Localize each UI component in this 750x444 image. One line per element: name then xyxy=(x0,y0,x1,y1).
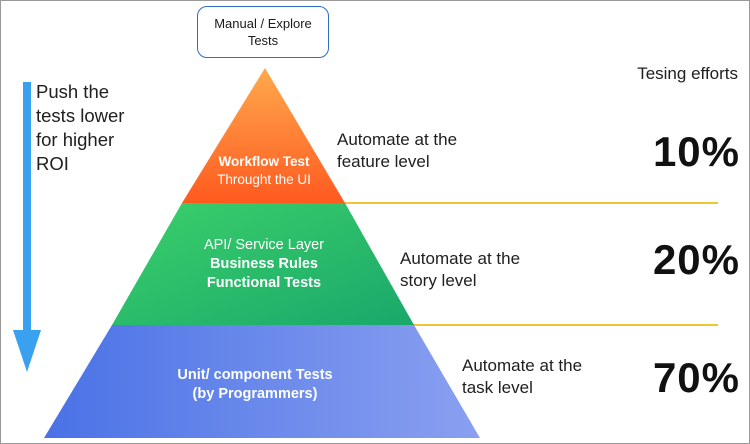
automate-feature-line1: Automate at the xyxy=(337,130,458,149)
workflow-layer-line2: Throught the UI xyxy=(217,172,311,187)
roi-note-line3: for higher xyxy=(36,129,115,150)
manual-explore-line2: Tests xyxy=(247,33,279,48)
efforts-title: Tesing efforts xyxy=(637,64,738,83)
api-layer-line1: API/ Service Layer xyxy=(203,237,325,253)
pyramid-layer-workflow xyxy=(182,68,345,203)
automate-story-label: Automate at the story level xyxy=(400,248,520,292)
api-layer-line3: Functional Tests xyxy=(206,275,322,291)
automate-feature-line2: feature level xyxy=(337,152,430,171)
manual-explore-box: Manual / Explore Tests xyxy=(197,6,329,58)
unit-layer-label: Unit/ component Tests (by Programmers) xyxy=(140,366,370,404)
automate-task-line1: Automate at the xyxy=(462,356,583,375)
automate-task-line2: task level xyxy=(462,378,533,397)
pyramid-layer-api xyxy=(112,203,414,325)
manual-explore-line1: Manual / Explore xyxy=(214,16,312,31)
api-layer-label: API/ Service Layer Business Rules Functi… xyxy=(164,236,364,293)
roi-note-line4: ROI xyxy=(36,153,69,174)
automate-feature-label: Automate at the feature level xyxy=(337,129,457,173)
unit-layer-line2: (by Programmers) xyxy=(192,386,318,402)
automate-story-line2: story level xyxy=(400,271,477,290)
automate-story-line1: Automate at the xyxy=(400,249,521,268)
roi-note-line2: tests lower xyxy=(36,105,125,126)
automate-task-label: Automate at the task level xyxy=(462,355,582,399)
api-layer-line2: Business Rules xyxy=(210,256,318,272)
effort-percent-70: 70% xyxy=(652,354,740,401)
roi-note-line1: Push the xyxy=(36,81,110,102)
workflow-layer-line1: Workflow Test xyxy=(218,154,310,169)
effort-percent-10: 10% xyxy=(652,128,740,175)
effort-percent-20: 20% xyxy=(652,236,740,283)
roi-arrow-shaft xyxy=(23,82,31,332)
roi-note: Push the tests lower for higher ROI xyxy=(36,80,176,176)
roi-arrow-head-icon xyxy=(13,330,41,372)
workflow-layer-label: Workflow Test Throught the UI xyxy=(196,153,332,189)
unit-layer-line1: Unit/ component Tests xyxy=(177,367,333,383)
pyramid-layer-unit xyxy=(44,325,480,438)
